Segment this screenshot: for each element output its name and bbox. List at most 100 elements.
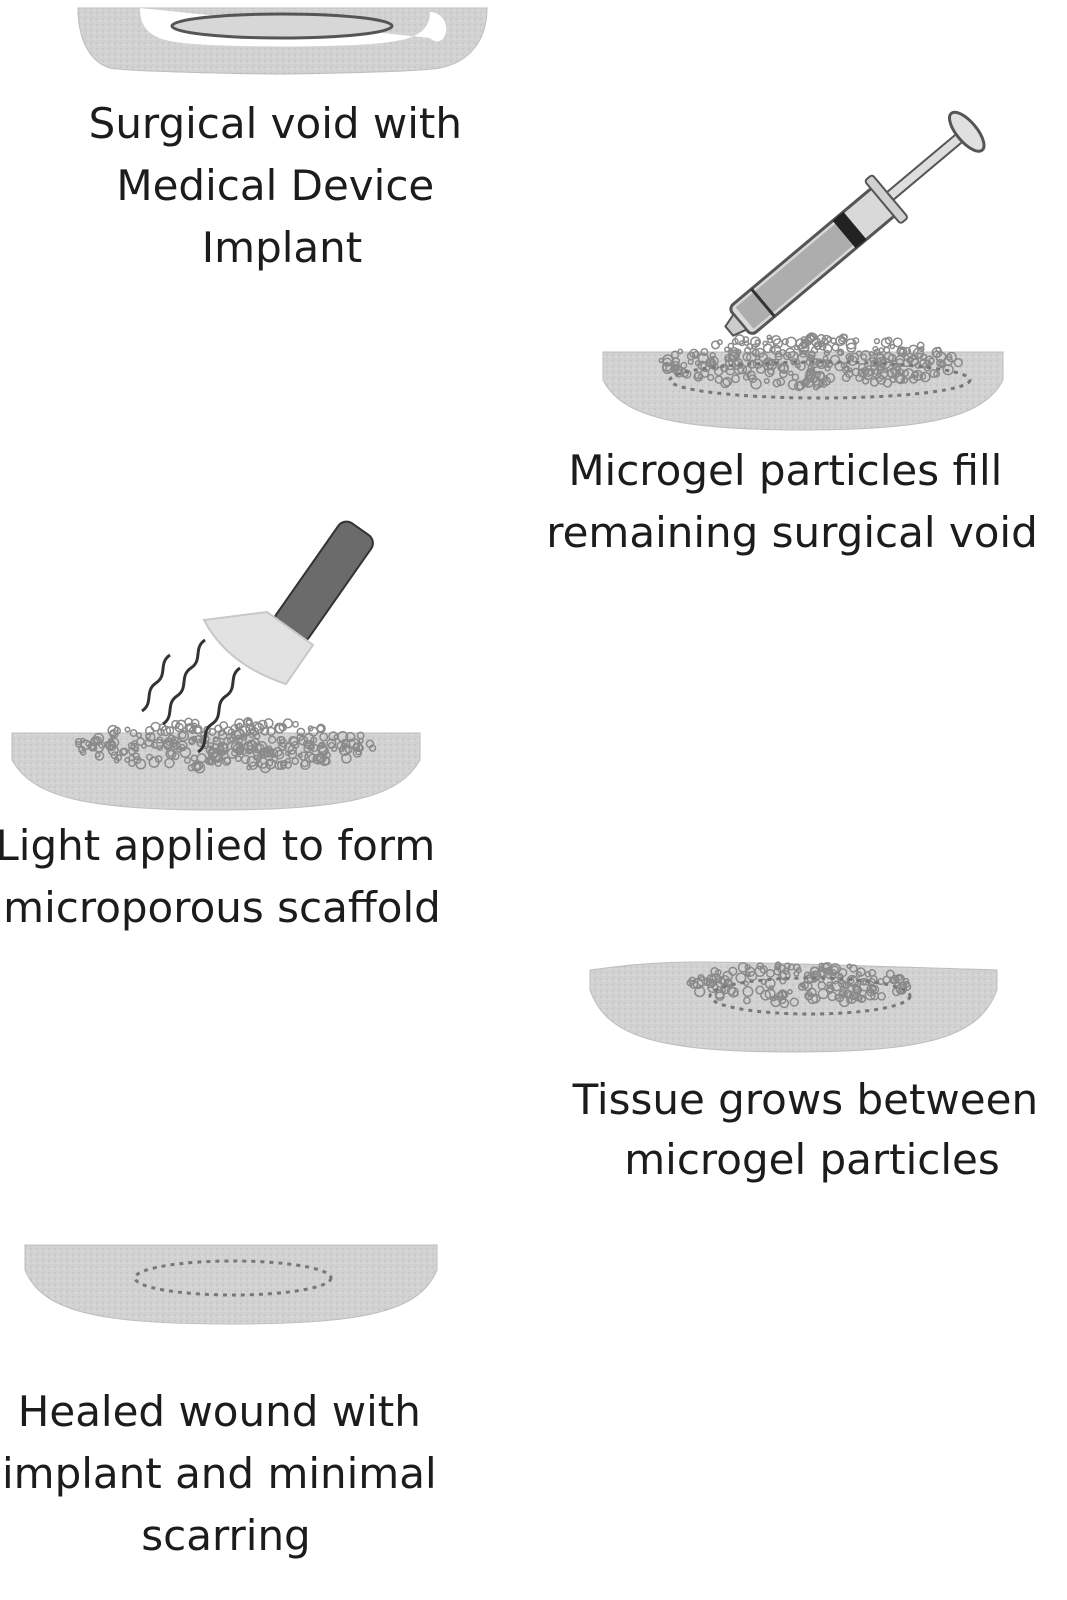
microgel-particle	[310, 736, 318, 744]
implant-outline	[708, 976, 912, 1016]
microgel-particle	[836, 348, 845, 357]
caption-line: remaining surgical void	[546, 508, 1038, 557]
microgel-particle	[276, 735, 286, 745]
caption-line: implant and minimal	[2, 1449, 437, 1498]
microgel-particle	[235, 746, 245, 756]
microgel-particle	[821, 360, 829, 368]
microgel-particle	[772, 358, 780, 366]
microgel-particle	[171, 752, 180, 761]
microgel-particle	[953, 357, 963, 368]
microgel-particle	[217, 741, 225, 748]
microgel-particle	[726, 985, 736, 996]
microgel-particle	[846, 974, 858, 986]
caption-line: Healed wound with	[18, 1387, 421, 1436]
step-3-caption: Light applied to form microporous scaffo…	[0, 821, 449, 932]
microgel-particle	[869, 357, 876, 364]
microgel-particle	[714, 988, 725, 1000]
microgel-particle	[274, 749, 285, 760]
microgel-particle	[823, 349, 831, 357]
microgel-particle	[722, 376, 733, 387]
microgel-particle	[750, 336, 761, 348]
microgel-particle	[787, 963, 795, 971]
microgel-particle	[763, 356, 773, 367]
microgel-particle	[700, 348, 709, 357]
microgel-particle	[208, 728, 217, 736]
microgel-particle	[107, 724, 119, 737]
caption-line: microporous scaffold	[3, 883, 441, 932]
microgel-particle	[302, 739, 312, 749]
microgel-particle	[754, 339, 761, 345]
microgel-particle	[176, 740, 188, 752]
microgel-particle	[308, 726, 319, 737]
microgel-particle	[812, 383, 820, 391]
microgel-particle	[822, 343, 833, 354]
microgel-particle	[257, 719, 268, 730]
microgel-particle	[762, 340, 768, 347]
microgel-particle	[777, 989, 788, 999]
microgel-particle	[341, 752, 352, 764]
light-wave	[197, 666, 241, 754]
microgel-particle	[696, 976, 708, 987]
step-4-caption: Tissue grows between microgel particles	[572, 1075, 1052, 1184]
microgel-particle	[849, 964, 858, 973]
microgel-particle	[223, 726, 233, 736]
microgel-particle	[885, 969, 895, 979]
microgel-particle	[135, 758, 147, 770]
microgel-particle	[912, 369, 924, 381]
caption-line: microgel particles	[624, 1135, 1000, 1184]
microgel-particle	[825, 971, 833, 980]
microgel-particle	[190, 735, 198, 743]
microgel-particle	[787, 989, 793, 995]
syringe-plunger-seal	[832, 211, 867, 249]
microgel-particle	[365, 739, 375, 749]
microgel-particle	[821, 376, 832, 386]
microgel-particle	[738, 340, 746, 347]
microgel-particle	[742, 985, 754, 998]
microgel-particle	[793, 381, 804, 392]
microgel-particle	[212, 737, 221, 746]
microgel-particle	[259, 746, 271, 757]
microgel-particle	[935, 346, 942, 353]
step-5-illustration	[24, 1244, 438, 1325]
microgel-particle	[178, 731, 187, 740]
microgel-particle	[760, 989, 772, 1001]
microgel-particle	[282, 718, 294, 729]
microgel-particle	[737, 962, 749, 973]
microgel-particle	[259, 762, 271, 774]
microgel-particle	[895, 369, 901, 375]
microgel-particle	[903, 980, 911, 988]
syringe-tip	[724, 312, 749, 337]
microgel-particle	[766, 334, 772, 341]
microgel-particle	[119, 747, 128, 757]
microgel-particle	[289, 736, 299, 746]
tissue-bed	[24, 1244, 438, 1325]
microgel-particle	[322, 756, 331, 766]
microgel-particle	[873, 351, 884, 363]
caption-line: Microgel particles fill	[568, 446, 1002, 495]
microgel-particle	[800, 981, 809, 990]
microgel-particle	[150, 741, 158, 749]
microgel-particle	[124, 756, 131, 763]
microgel-particle	[79, 749, 87, 756]
microgel-particle	[813, 341, 823, 350]
microgel-particle	[901, 376, 909, 384]
microgel-particle	[829, 963, 841, 975]
microgel-particle	[855, 374, 864, 383]
microgel-particle	[156, 736, 164, 744]
microgel-particle	[880, 337, 892, 348]
microgel-particle	[145, 732, 152, 739]
microgel-particle	[742, 373, 750, 381]
microgel-particle	[782, 351, 792, 361]
microgel-particle	[178, 743, 186, 751]
microgel-particle	[248, 724, 255, 732]
microgel-particle	[784, 347, 796, 359]
microgel-particle	[770, 995, 777, 1002]
microgel-particle	[184, 723, 194, 733]
step-2-illustration	[602, 110, 1004, 431]
microgel-particle	[162, 739, 173, 750]
microgel-particle	[164, 757, 175, 769]
microgel-particle	[129, 729, 138, 738]
microgel-particle	[218, 729, 225, 737]
microgel-particle	[728, 986, 739, 998]
microgel-particle	[725, 979, 733, 986]
